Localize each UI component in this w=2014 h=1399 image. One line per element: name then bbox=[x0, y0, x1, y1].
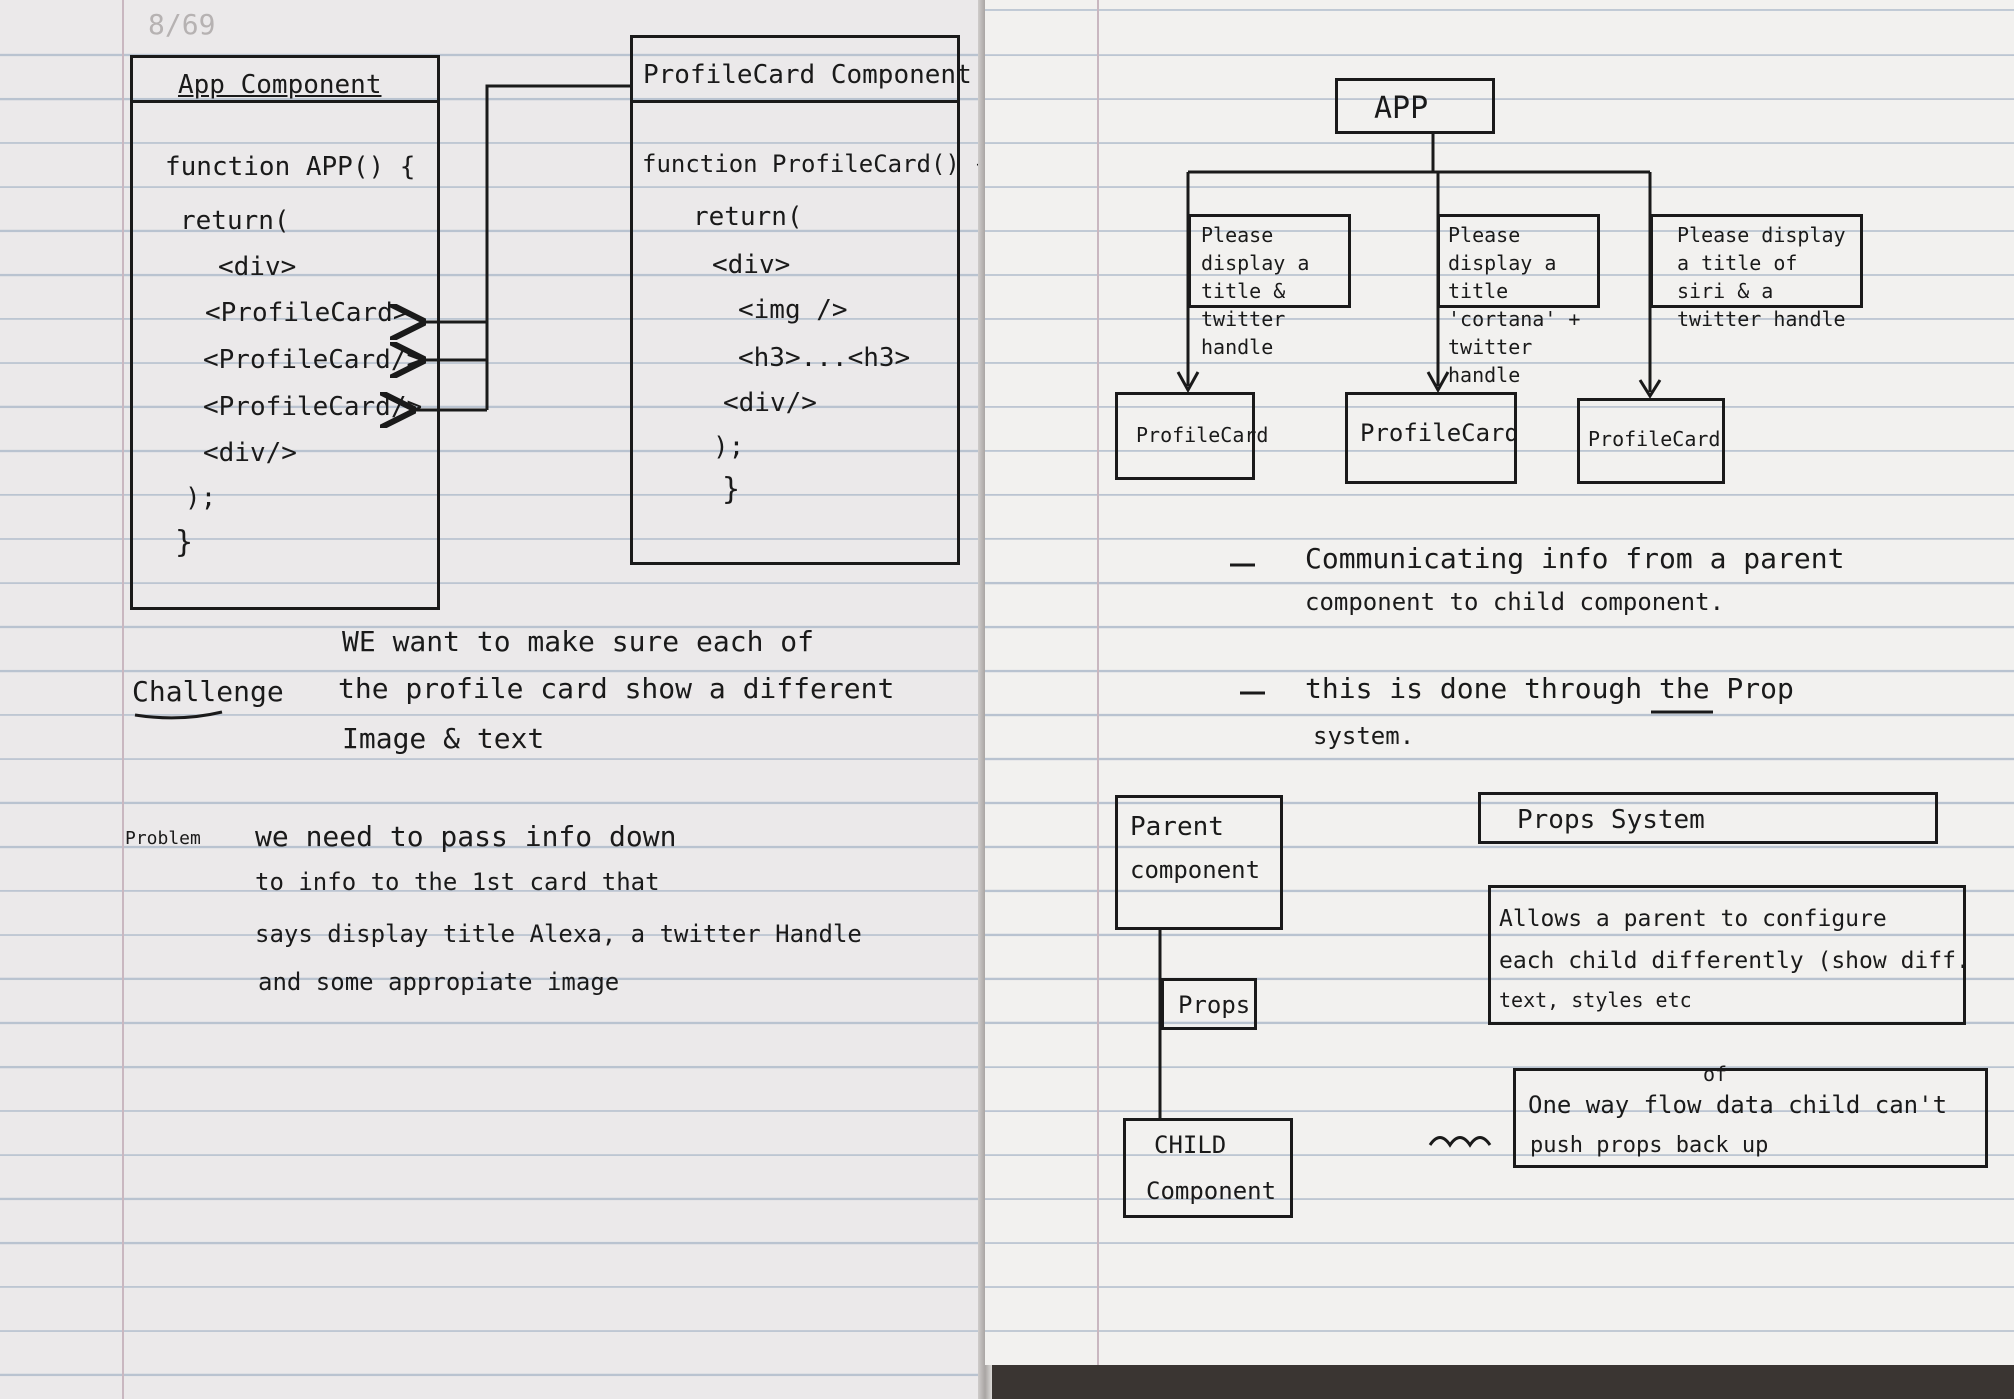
code-line: function ProfileCard() { bbox=[642, 150, 985, 178]
margin-line bbox=[122, 0, 124, 1399]
app-node-label: APP bbox=[1374, 91, 1429, 126]
child-box-line: CHILD bbox=[1154, 1131, 1227, 1159]
bullet-text-line: component to child component. bbox=[1305, 588, 1725, 616]
props-desc-line: each child differently (show diff. bbox=[1499, 948, 1970, 974]
instruction-box: Please display a title & twitter handle bbox=[1188, 214, 1351, 359]
app-node: APP bbox=[1335, 78, 1495, 134]
instruction-text: Please display a title 'cortana' + twitt… bbox=[1448, 223, 1581, 387]
code-line: <div/> bbox=[723, 388, 817, 418]
problem-text-line: we need to pass info down bbox=[255, 820, 677, 853]
code-line: } bbox=[722, 472, 741, 507]
profilecard-node: ProfileCard bbox=[1345, 392, 1519, 484]
right-notebook-page: APP Please display a title & twitter han… bbox=[985, 0, 2014, 1365]
box-divider bbox=[133, 100, 437, 103]
profilecard-label: ProfileCard bbox=[1136, 423, 1269, 447]
child-box-line: Component bbox=[1146, 1177, 1277, 1205]
corner-note: 8/69 bbox=[148, 8, 216, 41]
code-line: ); bbox=[713, 432, 745, 462]
instruction-text: Please display a title of siri & a twitt… bbox=[1677, 223, 1846, 331]
bullet-text-line: system. bbox=[1313, 722, 1415, 750]
code-line: } bbox=[175, 525, 194, 560]
code-line: <ProfileCard/> bbox=[203, 345, 423, 375]
profilecard-label: ProfileCard bbox=[1360, 419, 1519, 447]
profilecard-node: ProfileCard bbox=[1577, 398, 1725, 484]
props-description-box: Allows a parent to configure each child … bbox=[1488, 885, 1970, 1025]
code-line: <img /> bbox=[738, 295, 848, 325]
bullet-text-line: Communicating info from a parent bbox=[1305, 542, 1845, 575]
profilecard-component-box: ProfileCard Component bbox=[630, 35, 972, 565]
code-line: <div> bbox=[218, 252, 297, 282]
challenge-label: Challenge bbox=[132, 675, 284, 708]
challenge-text-line: WE want to make sure each of bbox=[342, 625, 815, 658]
code-line: ); bbox=[185, 483, 217, 513]
oneway-line: One way flow data child can't bbox=[1528, 1091, 1948, 1119]
code-line: <ProfileCard> bbox=[205, 298, 409, 328]
code-line: <h3>...<h3> bbox=[738, 343, 911, 373]
profile-box-title: ProfileCard Component bbox=[643, 60, 972, 90]
left-notebook-page: 8/69 App Component function APP() { retu… bbox=[0, 0, 985, 1399]
code-line: return( bbox=[180, 206, 290, 236]
parent-component-box: Parent component bbox=[1115, 795, 1283, 930]
props-system-title: Props System bbox=[1517, 805, 1705, 835]
challenge-text-line: the profile card show a different bbox=[338, 672, 895, 705]
props-desc-line: Allows a parent to configure bbox=[1499, 906, 1887, 932]
instruction-box: Please display a title of siri & a twitt… bbox=[1650, 214, 1863, 331]
bullet-text-line: this is done through the Prop bbox=[1305, 672, 1794, 705]
box-divider bbox=[633, 100, 957, 103]
parent-box-line: Parent bbox=[1130, 812, 1224, 842]
profilecard-label: ProfileCard bbox=[1588, 427, 1721, 451]
insertion-note: of bbox=[1703, 1062, 1728, 1086]
instruction-box: Please display a title 'cortana' + twitt… bbox=[1437, 214, 1600, 387]
code-line: <div> bbox=[712, 250, 791, 280]
code-line: <div/> bbox=[203, 438, 297, 468]
left-connector-lines bbox=[134, 84, 630, 720]
props-box-label: Props bbox=[1178, 991, 1251, 1019]
code-line: function APP() { bbox=[165, 152, 416, 182]
problem-label: Problem bbox=[125, 828, 201, 849]
ruled-lines bbox=[0, 0, 985, 1399]
ruled-lines bbox=[985, 0, 2014, 1365]
problem-text-line: and some appropiate image bbox=[258, 968, 620, 996]
app-component-box: App Component bbox=[130, 55, 440, 610]
oneway-line: push props back up bbox=[1530, 1133, 1769, 1158]
child-component-box: CHILD Component bbox=[1123, 1118, 1293, 1218]
parent-box-line: component bbox=[1130, 856, 1261, 884]
problem-text-line: says display title Alexa, a twitter Hand… bbox=[255, 920, 862, 948]
app-box-title: App Component bbox=[178, 70, 382, 100]
challenge-text-line: Image & text bbox=[342, 722, 545, 755]
code-line: return( bbox=[693, 202, 803, 232]
instruction-text: Please display a title & twitter handle bbox=[1201, 223, 1310, 359]
margin-line bbox=[1097, 0, 1099, 1365]
props-system-title-box: Props System bbox=[1478, 792, 1938, 844]
one-way-flow-box: One way flow data child can't push props… bbox=[1513, 1068, 1988, 1168]
profilecard-node: ProfileCard bbox=[1115, 392, 1268, 480]
props-desc-line: text, styles etc bbox=[1499, 988, 1692, 1012]
problem-text-line: to info to the 1st card that bbox=[255, 868, 660, 896]
props-box: Props bbox=[1161, 978, 1257, 1030]
